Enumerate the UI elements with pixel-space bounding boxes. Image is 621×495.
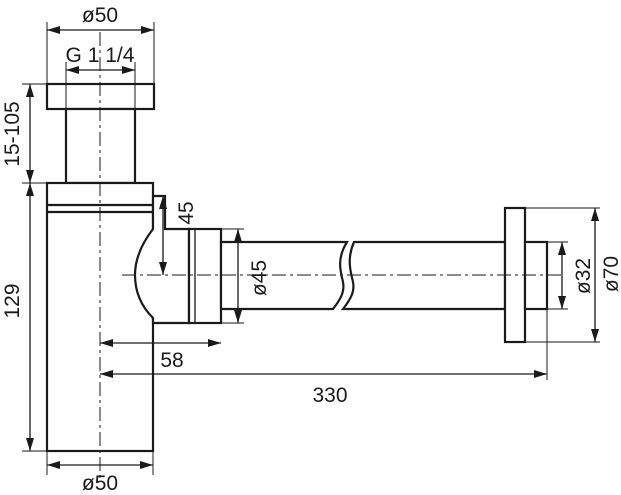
side-nut bbox=[187, 227, 223, 325]
dim-body-height: 129 bbox=[1, 283, 24, 318]
side-outlet-bulb bbox=[133, 194, 191, 325]
dim-offset: 58 bbox=[160, 349, 183, 372]
dim-height-adjust: 15-105 bbox=[1, 101, 24, 166]
extension-lines bbox=[22, 22, 600, 475]
dim-pipe-diameter: ø45 bbox=[248, 260, 271, 296]
dim-flange-outer: ø70 bbox=[600, 256, 621, 292]
dim-top-diameter: ø50 bbox=[82, 4, 118, 27]
dimension-labels: ø50 G 1 1/4 15-105 129 45 ø45 58 330 ø32… bbox=[1, 4, 621, 495]
dim-flange-inner: ø32 bbox=[572, 258, 595, 294]
dimension-lines bbox=[26, 26, 599, 469]
center-lines bbox=[99, 32, 565, 478]
dim-bottom-diameter: ø50 bbox=[82, 472, 118, 495]
dim-inlet-height: 45 bbox=[175, 201, 198, 224]
dim-thread: G 1 1/4 bbox=[66, 44, 135, 67]
siphon-parts bbox=[45, 82, 549, 453]
dim-length: 330 bbox=[312, 384, 347, 407]
